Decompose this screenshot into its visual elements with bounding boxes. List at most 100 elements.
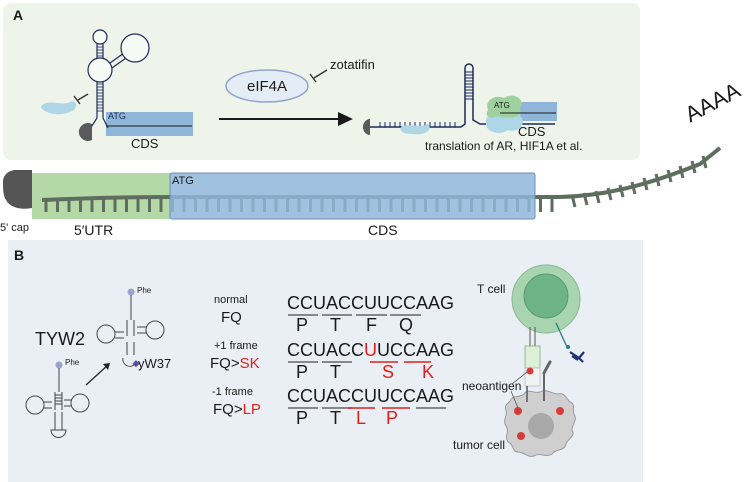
zotatifin-inhibition-icon [309, 69, 328, 83]
neoantigen-dot-1 [514, 407, 522, 415]
amino-acid: K [422, 362, 435, 382]
row-1-sequence: CCUACCUUCCAAG [287, 293, 454, 314]
sequence-part: CCUACC [287, 293, 365, 313]
amino-acid: F [366, 315, 377, 335]
cap-icon [78, 122, 92, 141]
left-atg-label: ATG [108, 111, 126, 121]
nucleotide-tick [678, 165, 685, 179]
trna-after [96, 288, 165, 367]
zotatifin-label: zotatifin [330, 57, 375, 72]
phe-dot-before [55, 361, 63, 369]
nucleotide-tick [690, 160, 697, 174]
sequence-part: UCCAAG [377, 340, 455, 360]
side-loop [120, 33, 150, 63]
left-cds-box [106, 112, 193, 136]
right-cds-box [510, 102, 557, 121]
full-mrna [3, 146, 722, 220]
internal-loop [87, 57, 113, 83]
row-1-change-prefix: FQ [221, 309, 242, 326]
eif4a-ellipse [225, 69, 309, 103]
t-cell-nucleus [523, 273, 569, 319]
sequence-part: CCUACC [287, 340, 365, 360]
amino-acid: P [386, 408, 399, 428]
inhibition-icon [73, 93, 89, 105]
row-3-change: FQ>LP [213, 401, 261, 418]
row-2-change-prefix: FQ> [210, 355, 240, 372]
nucleotide-tick [642, 177, 649, 191]
row-3-change-mutant: LP [242, 401, 261, 418]
tyw2-label: TYW2 [35, 329, 86, 349]
stem-rungs [97, 83, 103, 112]
amino-acid: P [296, 408, 309, 428]
amino-acid: T [330, 408, 341, 428]
sequence-insert: U [364, 340, 378, 360]
unwound-mrna [363, 63, 557, 135]
t-cell-label: T cell [477, 282, 506, 296]
nucleotide-tick [582, 192, 589, 206]
neoantigen-peptide [526, 367, 534, 375]
row-2-change-mutant: SK [239, 355, 260, 372]
t-cell [511, 264, 585, 387]
amino-acid: Q [399, 315, 414, 335]
sequence-part: UUCCAAG [364, 293, 455, 313]
amino-acid: T [330, 315, 341, 335]
phe-dot-after [127, 288, 135, 296]
row-2-sequence: CCUACCUUCCAAG [287, 340, 454, 361]
cap-label: 5' cap [0, 222, 30, 234]
neoantigen-dot-3 [517, 432, 525, 440]
hairpin-loop [92, 29, 108, 45]
ribosome-large-subunit [486, 95, 522, 118]
cds-atg-label: ATG [172, 175, 194, 187]
sequence-part: CCUACCUUCCAAG [287, 386, 455, 406]
nucleotide-tick [570, 194, 577, 208]
row-2-change: FQ>SK [210, 355, 260, 372]
amino-acid: L [356, 408, 367, 428]
nucleotide-tick [666, 169, 673, 183]
cds-label: CDS [368, 222, 398, 238]
row-3-sequence: CCUACCUUCCAAG [287, 386, 454, 407]
neoantigen-dot-2 [556, 407, 564, 415]
tyw2-arrow [85, 364, 109, 386]
nucleotide-tick [618, 184, 625, 198]
structured-utr-mrna [41, 29, 193, 141]
tumor-cell [504, 360, 576, 457]
row-2-title: +1 frame [214, 340, 258, 352]
panel-b-label: B [14, 247, 25, 263]
phe-label-after: Phe [137, 286, 152, 295]
right-cds-label: CDS [518, 124, 546, 139]
nucleotide-tick [701, 155, 708, 169]
translation-note: translation of AR, HIF1A et al. [425, 139, 583, 153]
nucleotide-tick [594, 190, 601, 204]
row-1-change: FQ [221, 309, 242, 326]
antibody-icon [569, 351, 585, 363]
amino-acid: T [330, 362, 341, 382]
nucleotide-tick [606, 187, 613, 201]
phe-label-before: Phe [65, 358, 80, 367]
codon-underlines [288, 314, 446, 409]
yw37-modification-icon [132, 360, 140, 368]
nucleotide-tick [654, 173, 661, 187]
row-1-title: normal [214, 294, 248, 306]
left-cds-label: CDS [131, 136, 159, 151]
amino-acid: S [382, 362, 395, 382]
mrna-backbone [41, 146, 722, 202]
utr-label: 5′UTR [74, 222, 114, 238]
tcr-receptor [524, 345, 541, 369]
trna-before [25, 361, 90, 438]
amino-acid: P [296, 315, 309, 335]
cds-region [169, 172, 536, 220]
panel-a-label: A [13, 7, 24, 23]
initiation-factor-blob [41, 101, 76, 115]
row-3-change-prefix: FQ> [213, 401, 243, 418]
hairpin-strand [460, 63, 555, 128]
eif4a-label: eIF4A [247, 78, 288, 95]
yw37-label: yW37 [138, 356, 172, 371]
row-3-title: -1 frame [212, 386, 253, 398]
right-atg-label: ATG [494, 101, 510, 110]
five-prime-cap-icon [3, 170, 32, 209]
nucleotide-tick [630, 181, 637, 195]
right-cap-icon [363, 119, 370, 135]
neoantigen-label: neoantigen [462, 379, 522, 393]
tumor-nucleus [528, 413, 554, 439]
